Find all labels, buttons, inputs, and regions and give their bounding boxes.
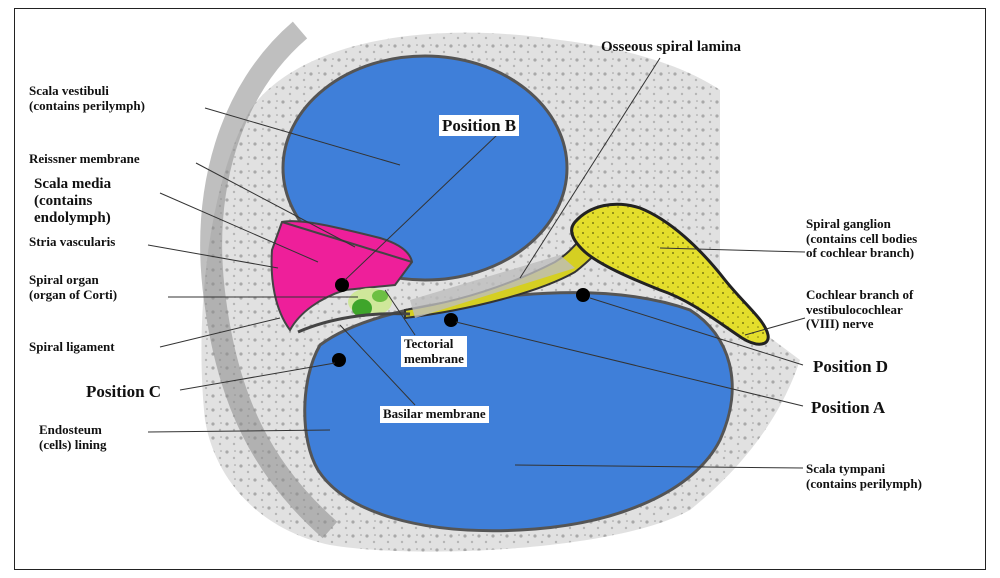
label-scala-media: Scala media (contains endolymph)	[34, 176, 111, 226]
label-spiral-organ: Spiral organ (organ of Corti)	[29, 273, 117, 302]
position-c-marker	[332, 353, 346, 367]
label-osseous-spiral-lamina: Osseous spiral lamina	[601, 39, 741, 56]
label-scala-tympani: Scala tympani (contains perilymph)	[806, 462, 922, 491]
label-stria-vascularis: Stria vascularis	[29, 235, 115, 250]
label-tectorial-membrane: Tectorial membrane	[401, 336, 467, 367]
label-endosteum: Endosteum (cells) lining	[39, 423, 107, 452]
label-spiral-ganglion: Spiral ganglion (contains cell bodies of…	[806, 217, 917, 261]
label-reissner-membrane: Reissner membrane	[29, 152, 140, 167]
label-position-b: Position B	[439, 115, 519, 136]
label-spiral-ligament: Spiral ligament	[29, 340, 115, 355]
label-position-a: Position A	[811, 398, 885, 417]
position-a-marker	[444, 313, 458, 327]
label-scala-vestibuli: Scala vestibuli (contains perilymph)	[29, 84, 145, 113]
label-cochlear-branch: Cochlear branch of vestibulocochlear (VI…	[806, 288, 913, 332]
position-d-marker	[576, 288, 590, 302]
label-position-c: Position C	[86, 382, 161, 401]
label-position-d: Position D	[813, 357, 888, 376]
label-basilar-membrane: Basilar membrane	[380, 406, 489, 423]
position-b-marker	[335, 278, 349, 292]
